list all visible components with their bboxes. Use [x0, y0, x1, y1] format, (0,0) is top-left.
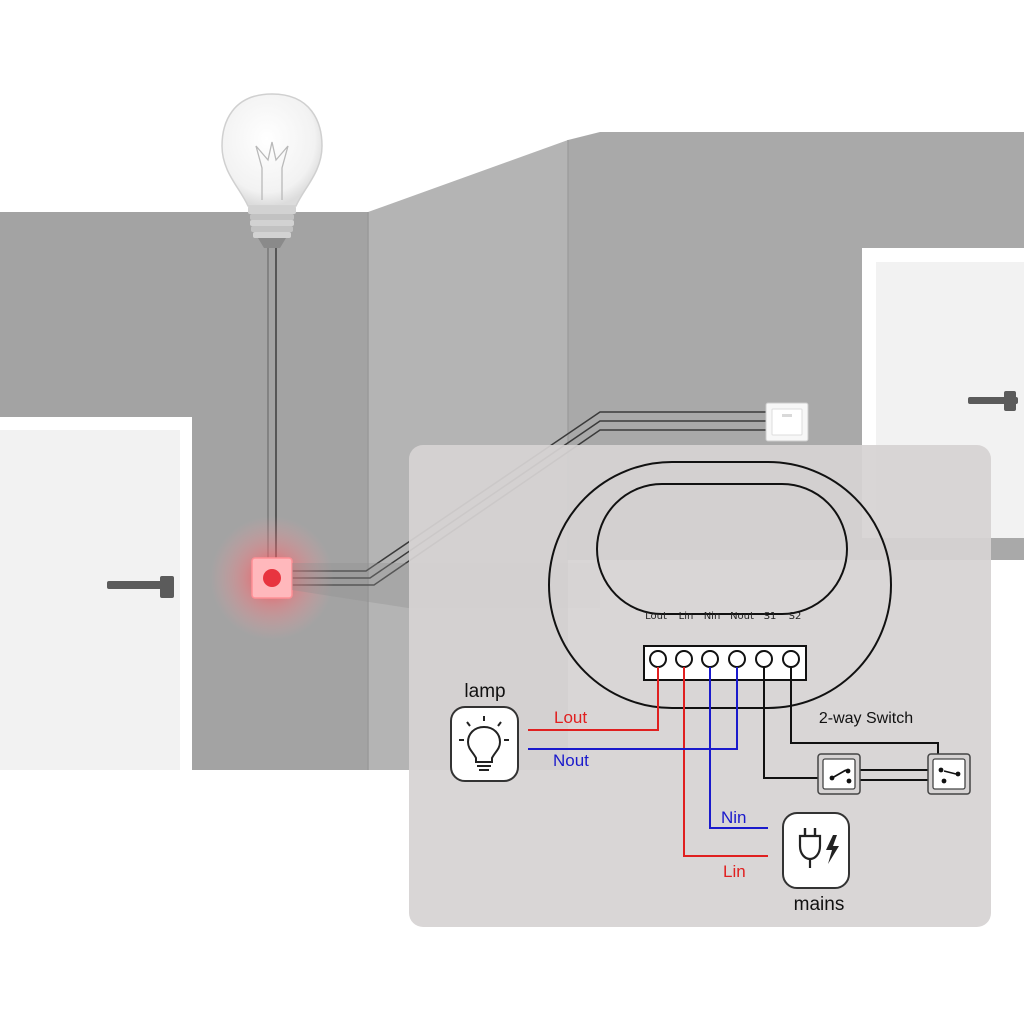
ceiling-cable — [267, 248, 277, 560]
wire-label-nout: Nout — [553, 751, 589, 770]
lamp-icon — [450, 706, 519, 782]
wire-lin — [683, 667, 768, 857]
wire-nout — [528, 667, 738, 750]
terminal-label: S1 — [764, 611, 777, 622]
two-way-switch-b — [927, 753, 971, 795]
terminal-label: Nout — [730, 611, 754, 622]
wire-s1 — [763, 667, 828, 779]
light-bulb-icon — [221, 93, 323, 248]
terminal-screw — [782, 650, 800, 668]
terminal-labels: Lout Lin Nin Nout S1 S2 — [645, 611, 801, 622]
plug-icon — [782, 812, 850, 889]
wire-lout — [528, 667, 659, 731]
terminal-screw — [649, 650, 667, 668]
terminal-screw — [701, 650, 719, 668]
terminal-label: Nin — [704, 611, 721, 622]
wall-switch-icon — [765, 402, 809, 442]
smart-module-indicator — [210, 516, 334, 640]
terminal-label: Lout — [645, 611, 667, 622]
door-handle-icon — [107, 576, 174, 598]
wire-label-lin: Lin — [723, 862, 746, 881]
two-way-switch-a — [817, 753, 861, 795]
smart-module-body — [548, 461, 892, 709]
wire-label-nin: Nin — [721, 808, 747, 827]
wire-label-lout: Lout — [554, 708, 587, 727]
terminal-screw — [755, 650, 773, 668]
terminal-screw — [728, 650, 746, 668]
door-handle-icon — [968, 391, 1018, 411]
wire-nin — [709, 667, 768, 829]
switch-label: 2-way Switch — [819, 710, 913, 727]
terminal-label: S2 — [789, 611, 802, 622]
terminal-block — [643, 645, 807, 681]
mains-label: mains — [794, 894, 845, 915]
left-door — [0, 417, 192, 770]
terminal-label: Lin — [679, 611, 694, 622]
lamp-label: lamp — [464, 681, 505, 702]
terminal-screw — [675, 650, 693, 668]
